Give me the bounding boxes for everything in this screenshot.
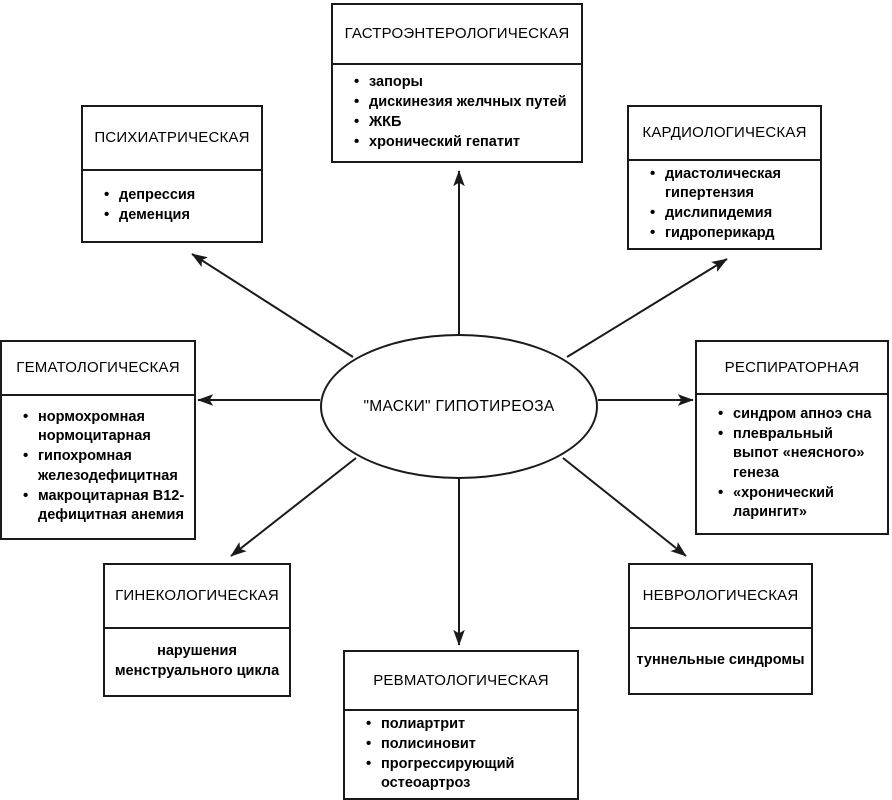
symptom-list: полиартрит полисиновит прогрессирующий о…: [351, 713, 571, 795]
list-item: полисиновит: [366, 734, 571, 754]
list-item: гидроперикард: [650, 223, 814, 243]
node-title: ГАСТРОЭНТЕРОЛОГИЧЕСКАЯ: [333, 5, 581, 65]
list-item: плевральный выпот «неясного» генеза: [718, 424, 881, 482]
node-body: синдром апноэ сна плевральный выпот «нея…: [697, 395, 887, 533]
node-body: диастолическая гипертензия дислипидемия …: [629, 161, 820, 249]
node-title: ПСИХИАТРИЧЕСКАЯ: [83, 107, 261, 171]
center-node-label: "МАСКИ" ГИПОТИРЕОЗА: [363, 397, 555, 415]
list-item: депрессия: [104, 185, 255, 205]
list-item: хронический гепатит: [354, 132, 575, 152]
node-title: РЕСПИРАТОРНАЯ: [697, 342, 887, 395]
node-psychiatric[interactable]: ПСИХИАТРИЧЕСКАЯ депрессия деменция: [81, 105, 263, 243]
arrow-to-neuro: [562, 457, 687, 557]
list-item: дислипидемия: [650, 203, 814, 223]
node-title: ГИНЕКОЛОГИЧЕСКАЯ: [105, 565, 289, 629]
list-item: запоры: [354, 72, 575, 92]
list-item: «хронический ларингит»: [718, 483, 881, 522]
node-title: КАРДИОЛОГИЧЕСКАЯ: [629, 107, 820, 161]
list-item: ЖКБ: [354, 112, 575, 132]
node-body: полиартрит полисиновит прогрессирующий о…: [345, 711, 577, 799]
node-neurological[interactable]: НЕВРОЛОГИЧЕСКАЯ туннельные синдромы: [628, 563, 813, 695]
list-item: дискинезия желчных путей: [354, 92, 575, 112]
symptom-list: депрессия деменция: [89, 185, 255, 226]
arrow-to-gyneco: [230, 457, 357, 557]
list-item: диастолическая гипертензия: [650, 163, 814, 203]
symptom-list: синдром апноэ сна плевральный выпот «нея…: [703, 404, 881, 523]
center-node-hypothyroidism-masks[interactable]: "МАСКИ" ГИПОТИРЕОЗА: [320, 334, 598, 479]
node-title: НЕВРОЛОГИЧЕСКАЯ: [630, 565, 811, 629]
node-body: депрессия деменция: [83, 171, 261, 241]
node-title: ГЕМАТОЛОГИЧЕСКАЯ: [2, 342, 194, 396]
list-item: макроцитарная В12-дефицитная анемия: [23, 486, 188, 525]
node-body: туннельные синдромы: [630, 629, 811, 693]
list-item: полиартрит: [366, 713, 571, 734]
node-respiratory[interactable]: РЕСПИРАТОРНАЯ синдром апноэ сна плевраль…: [695, 340, 889, 535]
symptom-list: запоры дискинезия желчных путей ЖКБ хрон…: [339, 72, 575, 154]
node-body: нормохромная нормоцитарная гипохромная ж…: [2, 396, 194, 538]
list-item: нормохромная нормоцитарная: [23, 407, 188, 446]
symptom-list: нормохромная нормоцитарная гипохромная ж…: [8, 407, 188, 526]
arrow-to-psych: [191, 253, 354, 358]
symptom-list: диастолическая гипертензия дислипидемия …: [635, 163, 814, 245]
node-rheumatological[interactable]: РЕВМАТОЛОГИЧЕСКАЯ полиартрит полисиновит…: [343, 650, 579, 800]
list-item: гипохромная железодефицитная: [23, 446, 188, 485]
node-text: туннельные синдромы: [636, 652, 805, 669]
node-body: нарушения менструального цикла: [105, 629, 289, 695]
list-item: прогрессирующий остеоартроз: [366, 754, 571, 793]
node-gynecological[interactable]: ГИНЕКОЛОГИЧЕСКАЯ нарушения менструальног…: [103, 563, 291, 697]
node-cardiological[interactable]: КАРДИОЛОГИЧЕСКАЯ диастолическая гипертен…: [627, 105, 822, 250]
node-title: РЕВМАТОЛОГИЧЕСКАЯ: [345, 652, 577, 711]
node-text: нарушения менструального цикла: [114, 643, 280, 679]
node-hematological[interactable]: ГЕМАТОЛОГИЧЕСКАЯ нормохромная нормоцитар…: [0, 340, 196, 540]
list-item: синдром апноэ сна: [718, 404, 881, 424]
node-body: запоры дискинезия желчных путей ЖКБ хрон…: [333, 65, 581, 161]
node-gastroenterological[interactable]: ГАСТРОЭНТЕРОЛОГИЧЕСКАЯ запоры дискинезия…: [331, 3, 583, 163]
list-item: деменция: [104, 205, 255, 225]
